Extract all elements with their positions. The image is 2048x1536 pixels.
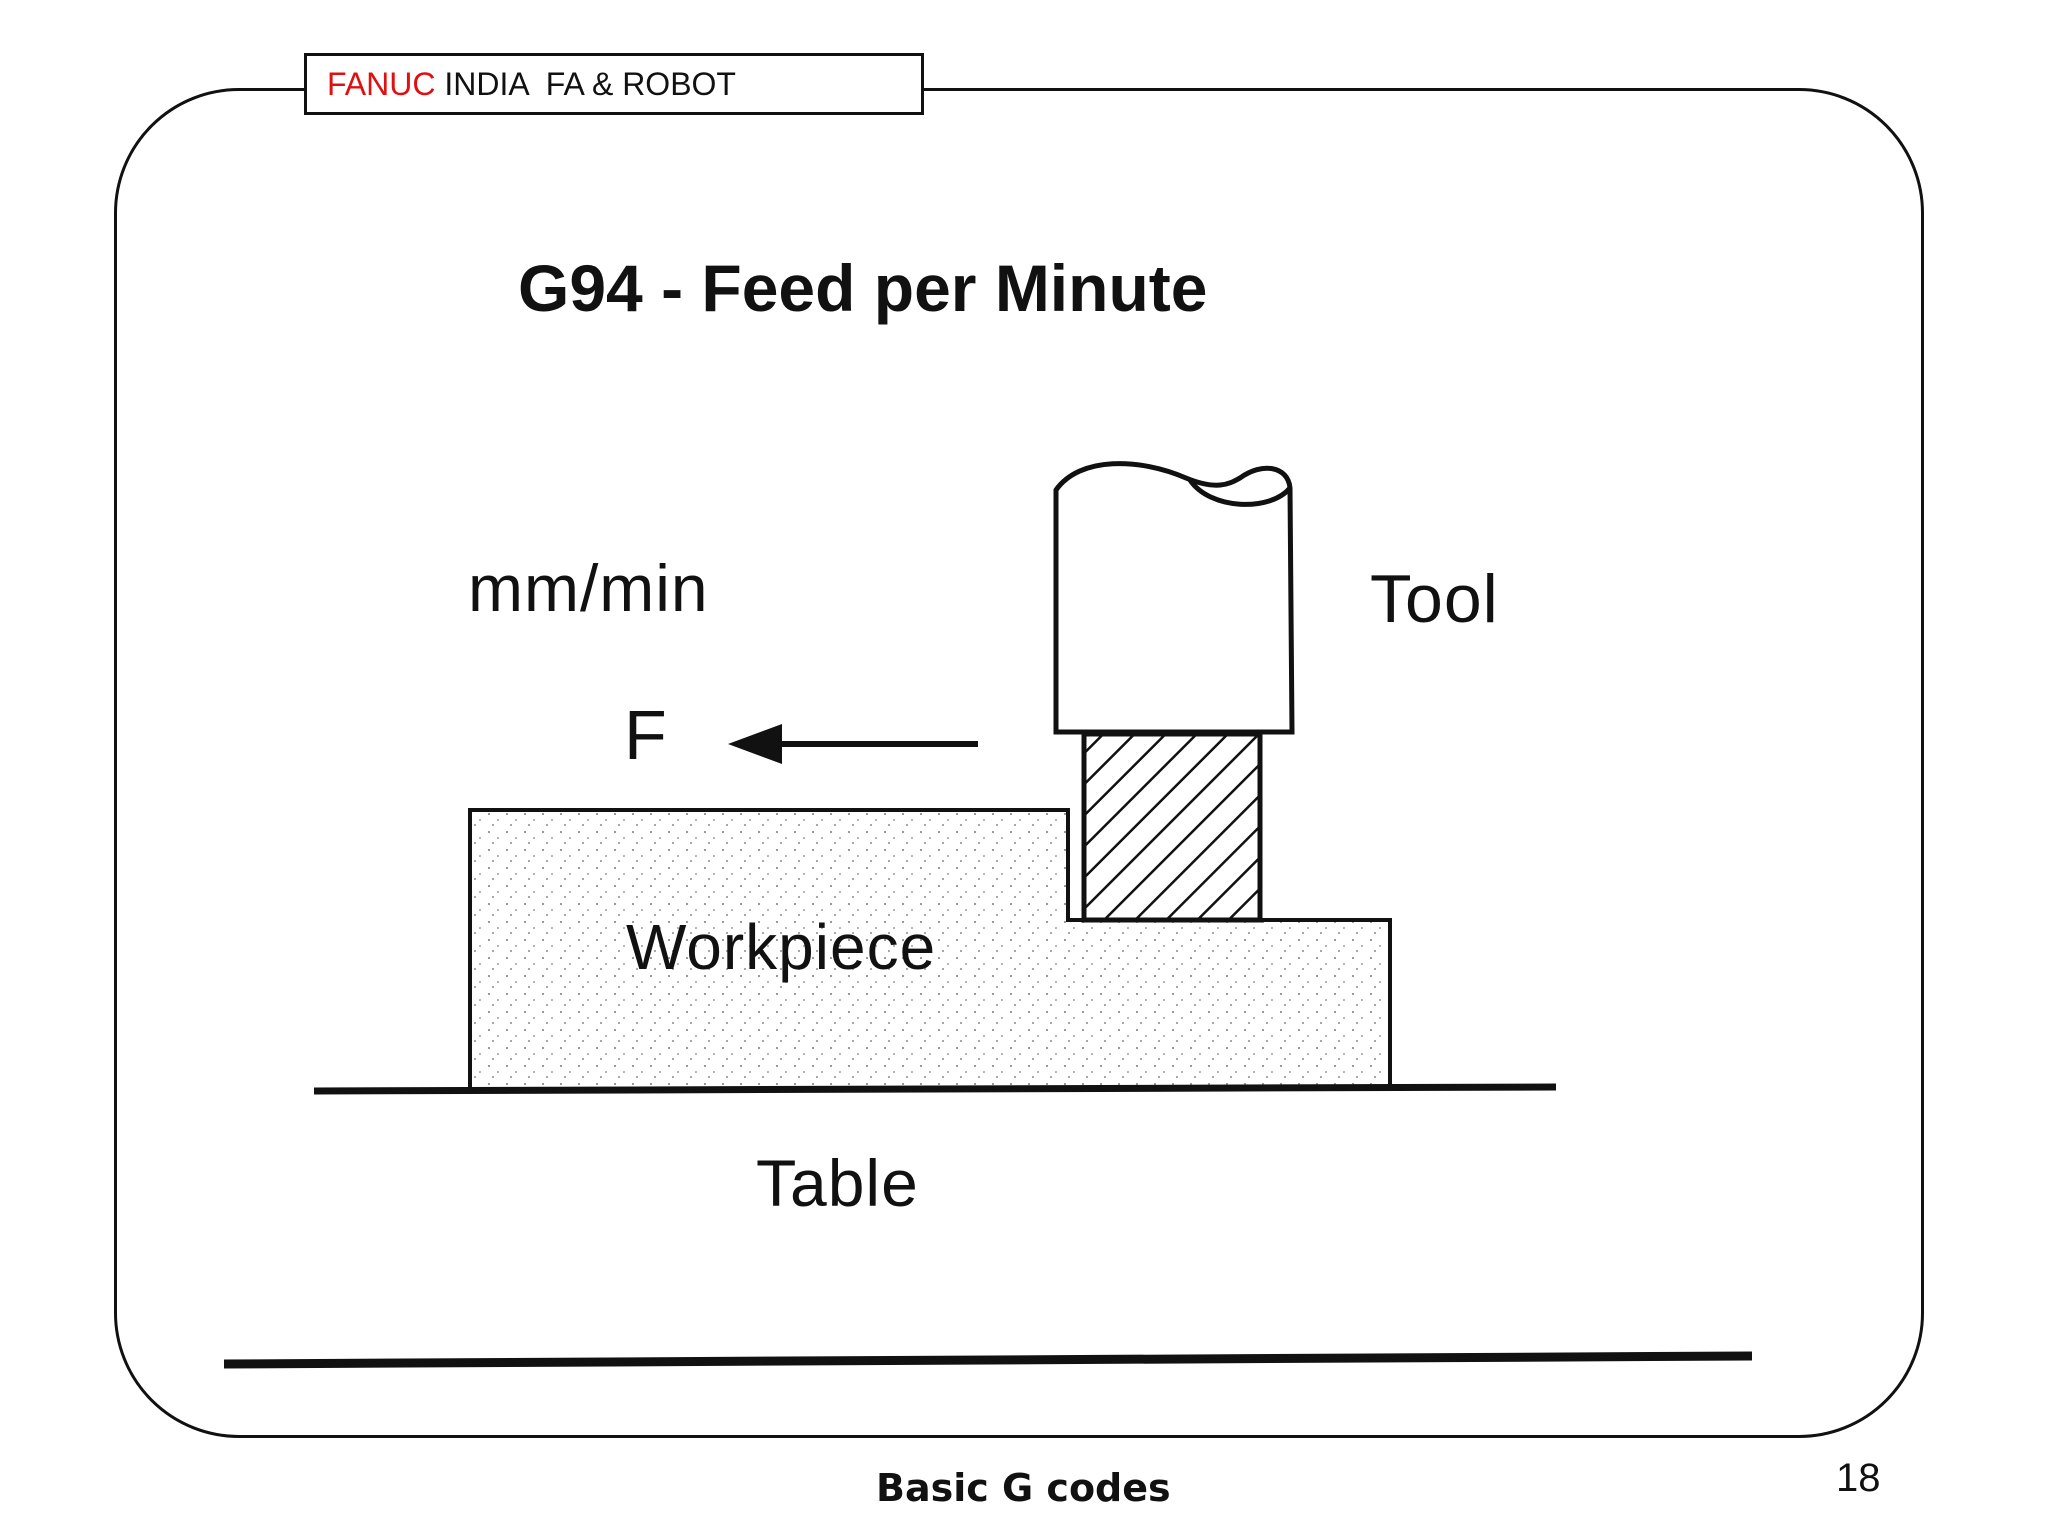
feed-direction-arrow (728, 724, 978, 764)
feed-unit-label: mm/min (468, 551, 709, 625)
header-text: INDIA FA & ROBOT (435, 66, 736, 102)
feed-label: F (624, 696, 668, 774)
bottom-rule (223, 1351, 1753, 1369)
header-brand: FANUC (327, 66, 436, 102)
slide-frame (114, 88, 1924, 1438)
table-label: Table (756, 1146, 919, 1220)
workpiece (468, 808, 1392, 1090)
tool-cutter (1081, 731, 1263, 923)
tool-label: Tool (1370, 561, 1499, 637)
tool-body (1053, 461, 1295, 735)
page-number: 18 (1836, 1456, 1881, 1500)
header-box: FANUC INDIA FA & ROBOT (304, 53, 924, 115)
footer-title: Basic G codes (876, 1466, 1171, 1510)
table-surface (313, 1083, 1557, 1095)
workpiece-label: Workpiece (626, 911, 937, 983)
slide-title: G94 - Feed per Minute (518, 251, 1208, 325)
